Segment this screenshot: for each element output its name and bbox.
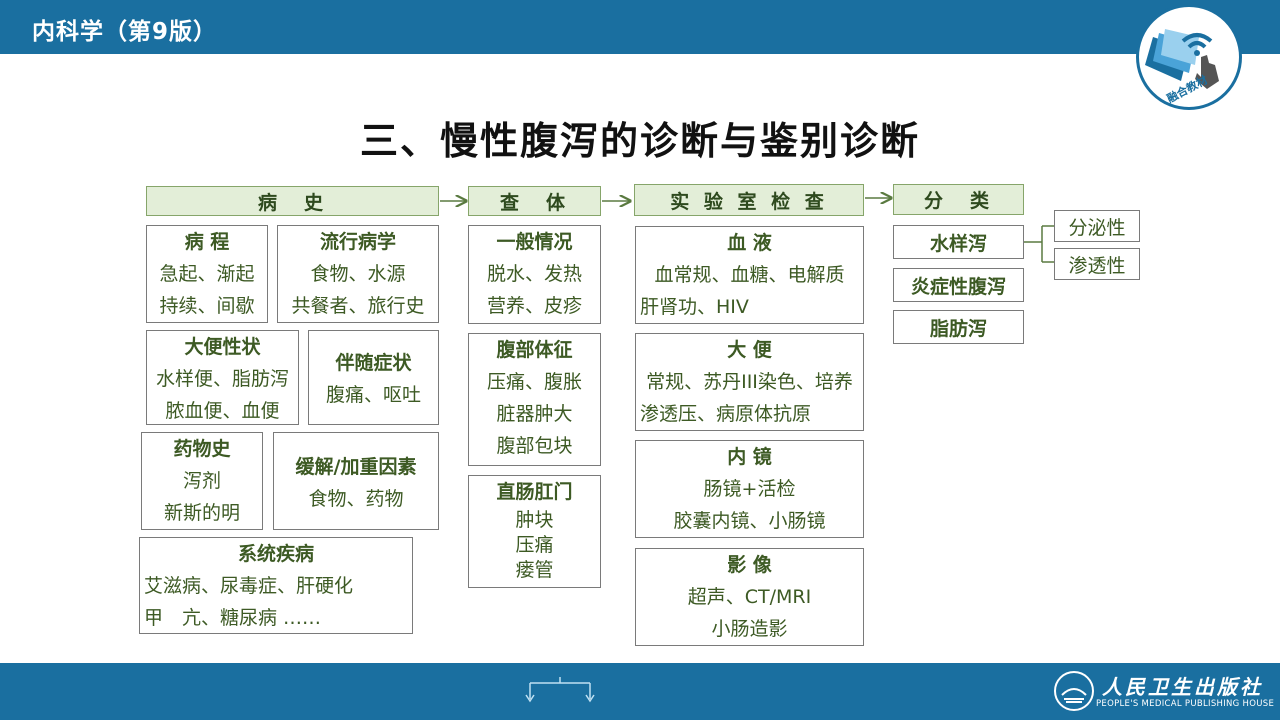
watery-diarrhea-box: 水样泻	[893, 225, 1024, 259]
systemic-disease-line: 甲 亢、糖尿病 ……	[144, 607, 322, 629]
drug-history-line: 泻剂	[182, 470, 221, 492]
epidemiology-box: 流行病学 食物、水源 共餐者、旅行史	[277, 225, 439, 323]
general-condition-line: 脱水、发热	[486, 263, 582, 285]
stool-test-box: 大 便 常规、苏丹III染色、培养 渗透压、病原体抗原	[635, 333, 864, 431]
blood-test-line: 血常规、血糖、电解质	[654, 264, 845, 286]
blended-textbook-badge[interactable]: 融合教材	[1136, 4, 1242, 110]
endoscopy-title: 内 镜	[727, 446, 772, 468]
rectal-anal-line: 瘘管	[515, 559, 554, 581]
general-condition-box: 一般情况 脱水、发热 营养、皮疹	[468, 225, 601, 324]
lab-header: 实 验 室 检 查	[634, 184, 864, 216]
stool-test-line: 常规、苏丹III染色、培养	[646, 371, 853, 393]
imaging-box: 影 像 超声、CT/MRI 小肠造影	[635, 548, 864, 646]
modifiers-box: 缓解/加重因素 食物、药物	[273, 432, 439, 530]
history-header: 病 史	[146, 186, 439, 216]
bottom-bar: 人民卫生出版社 PEOPLE'S MEDICAL PUBLISHING HOUS…	[0, 663, 1280, 720]
accompanying-line: 腹痛、呕吐	[325, 384, 421, 406]
secretory-box: 分泌性	[1054, 210, 1140, 242]
imaging-line: 小肠造影	[711, 618, 788, 640]
systemic-disease-line: 艾滋病、尿毒症、肝硬化	[144, 575, 354, 597]
abdominal-signs-line: 脏器肿大	[496, 403, 573, 425]
endoscopy-line: 肠镜+活检	[703, 478, 796, 500]
slide-title: 三、慢性腹泻的诊断与鉴别诊断	[359, 119, 920, 163]
course-title: 病 程	[184, 231, 230, 253]
stool-test-line: 渗透压、病原体抗原	[640, 403, 812, 425]
rectal-anal-line: 压痛	[515, 534, 554, 556]
stool-traits-title: 大便性状	[184, 336, 261, 358]
stool-traits-line: 水样便、脂肪泻	[155, 368, 289, 390]
rectal-anal-title: 直肠肛门	[496, 481, 573, 503]
book-title: 内科学（第9版）	[32, 19, 218, 45]
course-line: 持续、间歇	[159, 295, 255, 317]
publisher-name-en: PEOPLE'S MEDICAL PUBLISHING HOUSE	[1096, 699, 1275, 709]
modifiers-line: 食物、药物	[308, 488, 404, 510]
rectal-anal-box: 直肠肛门 肿块 压痛 瘘管	[468, 475, 601, 588]
blood-test-box: 血 液 血常规、血糖、电解质 肝肾功、HIV	[635, 226, 864, 324]
osmotic-box: 渗透性	[1054, 248, 1140, 280]
blood-test-title: 血 液	[727, 232, 772, 254]
endoscopy-line: 胶囊内镜、小肠镜	[673, 510, 826, 532]
exam-header: 查 体	[468, 186, 601, 216]
stool-traits-line: 脓血便、血便	[165, 400, 280, 422]
course-line: 急起、渐起	[159, 263, 255, 285]
accompanying-box: 伴随症状 腹痛、呕吐	[308, 330, 439, 425]
drug-history-line: 新斯的明	[163, 502, 240, 524]
modifiers-title: 缓解/加重因素	[295, 456, 417, 478]
inflammatory-diarrhea-box: 炎症性腹泻	[893, 268, 1024, 302]
top-bar: 内科学（第9版）	[0, 0, 1280, 54]
hierarchy-nav-icon[interactable]	[520, 677, 600, 707]
rectal-anal-line: 肿块	[515, 509, 554, 531]
abdominal-signs-title: 腹部体征	[496, 339, 573, 361]
publisher-name: 人民卫生出版社	[1102, 675, 1263, 699]
imaging-line: 超声、CT/MRI	[687, 586, 812, 608]
abdominal-signs-line: 腹部包块	[496, 435, 573, 457]
epidemiology-line: 食物、水源	[310, 263, 406, 285]
imaging-title: 影 像	[727, 554, 772, 576]
systemic-disease-box: 系统疾病 艾滋病、尿毒症、肝硬化 甲 亢、糖尿病 ……	[139, 537, 413, 634]
bracket-watery-subtypes	[1024, 225, 1054, 263]
general-condition-line: 营养、皮疹	[486, 295, 582, 317]
publisher-logo-icon	[1054, 671, 1094, 711]
endoscopy-box: 内 镜 肠镜+活检 胶囊内镜、小肠镜	[635, 440, 864, 538]
epidemiology-title: 流行病学	[319, 231, 396, 253]
accompanying-title: 伴随症状	[335, 352, 412, 374]
abdominal-signs-line: 压痛、腹胀	[486, 371, 582, 393]
stool-test-title: 大 便	[727, 339, 772, 361]
course-box: 病 程 急起、渐起 持续、间歇	[146, 225, 268, 323]
drug-history-box: 药物史 泻剂 新斯的明	[141, 432, 263, 530]
general-condition-title: 一般情况	[496, 231, 573, 253]
tablet-touch-icon	[1145, 29, 1219, 89]
fatty-diarrhea-box: 脂肪泻	[893, 310, 1024, 344]
stool-traits-box: 大便性状 水样便、脂肪泻 脓血便、血便	[146, 330, 299, 425]
classification-header: 分 类	[893, 184, 1024, 215]
drug-history-title: 药物史	[173, 438, 231, 460]
blood-test-line: 肝肾功、HIV	[640, 296, 749, 318]
abdominal-signs-box: 腹部体征 压痛、腹胀 脏器肿大 腹部包块	[468, 333, 601, 466]
systemic-disease-title: 系统疾病	[237, 543, 314, 565]
epidemiology-line: 共餐者、旅行史	[291, 295, 425, 317]
